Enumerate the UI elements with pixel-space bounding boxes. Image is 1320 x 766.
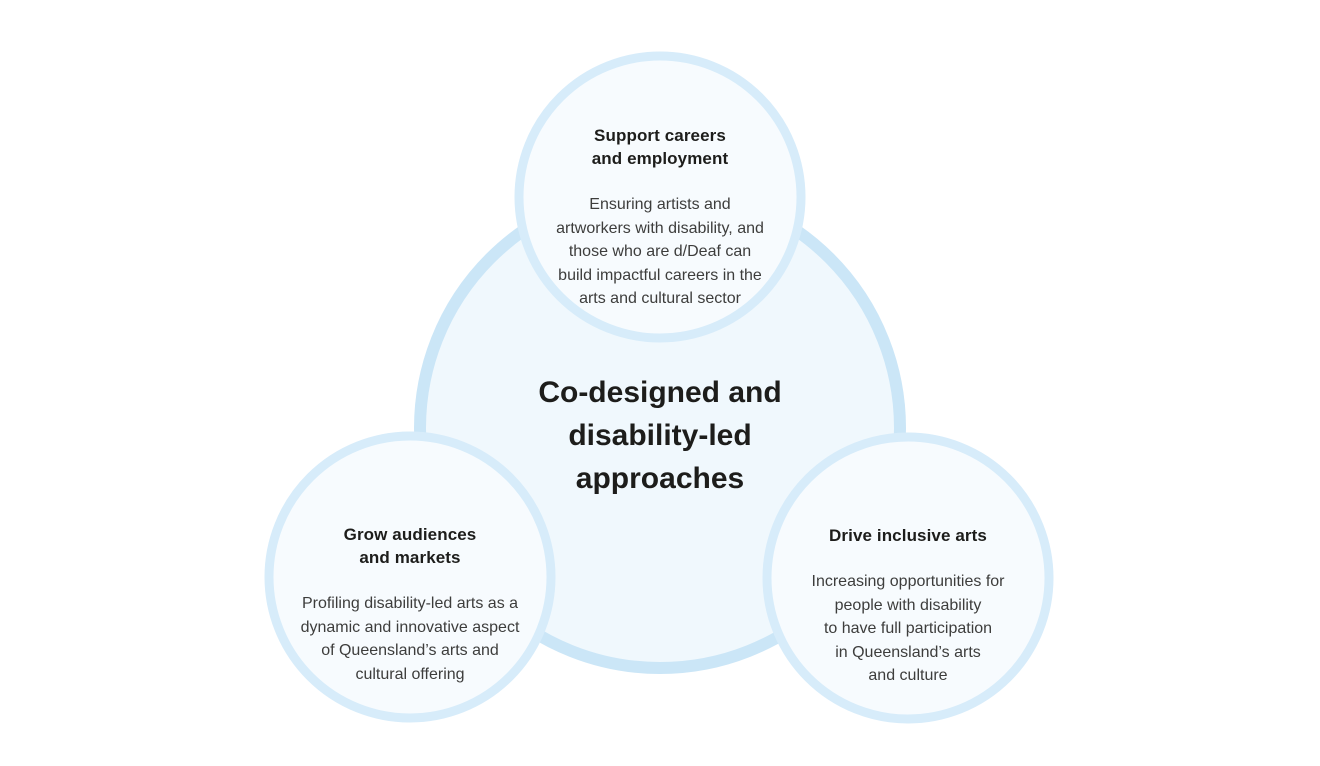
bottom-left-node-circle <box>264 431 556 723</box>
node-grow-audiences-heading: Grow audiences and markets <box>343 525 477 567</box>
node-grow-audiences: Grow audiences and markets Profiling dis… <box>240 505 580 704</box>
node-support-careers-body: Ensuring artists and artworkers with dis… <box>556 196 764 307</box>
bottom-right-node-circle <box>762 432 1054 724</box>
node-drive-inclusive-arts-body: Increasing opportunities for people with… <box>811 573 1005 684</box>
node-grow-audiences-body: Profiling disability-led arts as a dynam… <box>300 595 520 683</box>
node-support-careers-heading: Support careers and employment <box>591 126 729 168</box>
node-drive-inclusive-arts-heading: Drive inclusive arts <box>829 526 987 545</box>
top-node-circle <box>514 51 806 343</box>
center-title: Co-designed and disability-led approache… <box>538 376 782 495</box>
node-drive-inclusive-arts: Drive inclusive arts Increasing opportun… <box>753 506 1063 706</box>
node-support-careers: Support careers and employment Ensuring … <box>495 106 825 329</box>
